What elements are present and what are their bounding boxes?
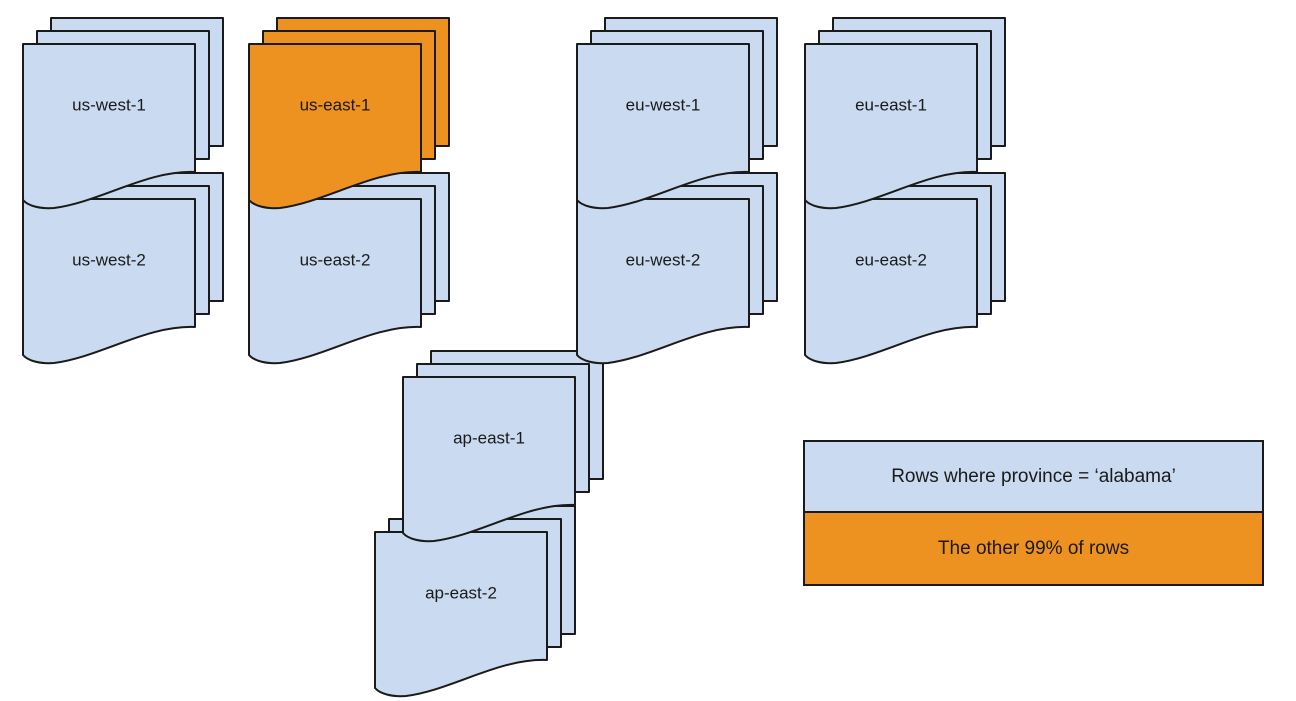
document-stack-shape: eu-west-1: [576, 17, 778, 210]
document-stack-us-east-2[interactable]: us-east-2: [248, 172, 452, 368]
sheet-front-path: [22, 198, 196, 365]
document-stack-shape: ap-east-2: [374, 505, 576, 698]
sheet-front-path: [248, 198, 422, 365]
sheet-front: [248, 43, 422, 210]
sheet-front: [804, 198, 978, 365]
document-stack-label: eu-east-1: [855, 95, 927, 114]
document-stack-us-west-2[interactable]: us-west-2: [22, 172, 226, 368]
document-stack-shape: ap-east-1: [402, 350, 604, 543]
legend-row-highlight: The other 99% of rows: [805, 513, 1262, 584]
document-stack-label: ap-east-1: [453, 428, 525, 447]
sheet-front-path: [374, 531, 548, 698]
sheet-front-path: [804, 198, 978, 365]
sheet-front: [374, 531, 548, 698]
document-stack-eu-west-1[interactable]: eu-west-1: [576, 17, 780, 213]
sheet-front: [804, 43, 978, 210]
sheet-front: [576, 198, 750, 365]
legend: Rows where province = ‘alabama’ The othe…: [803, 440, 1264, 586]
document-stack-ap-east-1[interactable]: ap-east-1: [402, 350, 606, 546]
legend-label-normal: Rows where province = ‘alabama’: [891, 465, 1176, 487]
sheet-front: [576, 43, 750, 210]
sheet-front: [402, 376, 576, 543]
document-stack-shape: eu-west-2: [576, 172, 778, 365]
document-stack-shape: us-west-2: [22, 172, 224, 365]
document-stack-label: us-east-2: [300, 250, 371, 269]
sheet-front-path: [402, 376, 576, 543]
document-stack-shape: eu-east-2: [804, 172, 1006, 365]
document-stack-us-west-1[interactable]: us-west-1: [22, 17, 226, 213]
document-stack-us-east-1[interactable]: us-east-1: [248, 17, 452, 213]
document-stack-shape: eu-east-1: [804, 17, 1006, 210]
document-stack-eu-east-1[interactable]: eu-east-1: [804, 17, 1008, 213]
document-stack-shape: us-east-1: [248, 17, 450, 210]
document-stack-label: eu-east-2: [855, 250, 927, 269]
document-stack-label: eu-west-1: [626, 95, 701, 114]
sheet-front-path: [22, 43, 196, 210]
sheet-front: [22, 198, 196, 365]
document-stack-label: us-west-2: [72, 250, 146, 269]
document-stack-label: us-east-1: [300, 95, 371, 114]
document-stack-eu-east-2[interactable]: eu-east-2: [804, 172, 1008, 368]
legend-label-highlight: The other 99% of rows: [937, 537, 1130, 559]
document-stack-label: eu-west-2: [626, 250, 701, 269]
sheet-front: [22, 43, 196, 210]
document-stack-eu-west-2[interactable]: eu-west-2: [576, 172, 780, 368]
document-stack-shape: us-east-2: [248, 172, 450, 365]
document-stack-ap-east-2[interactable]: ap-east-2: [374, 505, 578, 701]
sheet-front-path: [576, 43, 750, 210]
legend-row-normal: Rows where province = ‘alabama’: [805, 442, 1262, 513]
diagram-canvas: ap-east-2 ap-east-1 eu-east-2 eu-east-1 eu-w…: [22, 17, 1264, 698]
sheet-front-path: [804, 43, 978, 210]
document-stack-label: ap-east-2: [425, 583, 497, 602]
sheet-front-path: [248, 43, 422, 210]
document-stack-label: us-west-1: [72, 95, 146, 114]
sheet-front-path: [576, 198, 750, 365]
document-stack-shape: us-west-1: [22, 17, 224, 210]
sheet-front: [248, 198, 422, 365]
